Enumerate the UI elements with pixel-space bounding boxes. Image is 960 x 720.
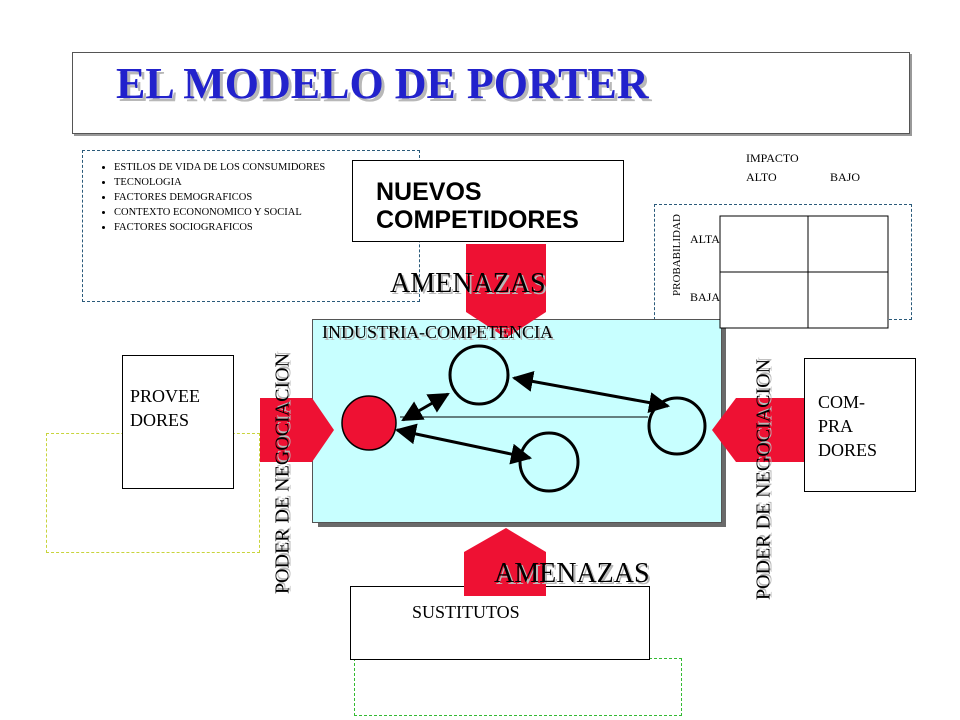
competitor-circle-red bbox=[341, 395, 397, 451]
suppliers-box bbox=[122, 355, 234, 489]
competitor-circle-right bbox=[647, 396, 707, 456]
rivalry-arrow-2 bbox=[511, 371, 671, 413]
suppliers-label: PROVEE DORES bbox=[130, 386, 201, 430]
industry-label: INDUSTRIA-COMPETENCIA bbox=[322, 322, 553, 342]
probability-high-label: ALTA bbox=[690, 232, 720, 246]
title-box bbox=[72, 52, 910, 134]
buyer-power-arrow bbox=[712, 398, 804, 462]
rivalry-arrow-4 bbox=[394, 423, 533, 465]
list-item: FACTORES DEMOGRAFICOS bbox=[114, 190, 325, 205]
buyer-power-label: PODER DE NEGOCIACION bbox=[752, 358, 775, 601]
trends-list: ESTILOS DE VIDA DE LOS CONSUMIDORES TECN… bbox=[100, 160, 325, 235]
impact-high-label: ALTO bbox=[746, 170, 777, 184]
threats-label-bottom: AMENAZAS bbox=[494, 558, 650, 589]
list-item: FACTORES SOCIOGRAFICOS bbox=[114, 220, 325, 235]
page-title: EL MODELO DE PORTER bbox=[116, 59, 649, 108]
buyers-label: COM- PRA DORES bbox=[818, 392, 878, 460]
threats-label-top: AMENAZAS bbox=[390, 268, 546, 299]
supplier-power-arrow bbox=[260, 398, 334, 462]
probability-low-label: BAJA bbox=[690, 290, 721, 304]
list-item: ESTILOS DE VIDA DE LOS CONSUMIDORES bbox=[114, 160, 325, 175]
impact-label: IMPACTO bbox=[746, 151, 799, 165]
substitutes-box bbox=[350, 586, 650, 660]
threat-arrow-top bbox=[466, 244, 546, 338]
list-item: TECNOLOGIA bbox=[114, 175, 325, 190]
competitor-circle-bottom bbox=[518, 431, 580, 493]
rivalry-arrow-1 bbox=[401, 392, 450, 422]
buyers-box bbox=[804, 358, 916, 492]
substitutes-label: SUSTITUTOS bbox=[412, 602, 520, 622]
impact-low-label: BAJO bbox=[830, 170, 861, 184]
list-item: CONTEXTO ECONONOMICO Y SOCIAL bbox=[114, 205, 325, 220]
new-competitors-label: NUEVOS COMPETIDORES bbox=[376, 178, 579, 234]
threat-arrow-bottom bbox=[464, 528, 546, 596]
new-competitors-box bbox=[352, 160, 624, 242]
competitor-circle-top bbox=[448, 344, 510, 406]
supplier-power-label: PODER DE NEGOCIACION bbox=[271, 352, 294, 595]
